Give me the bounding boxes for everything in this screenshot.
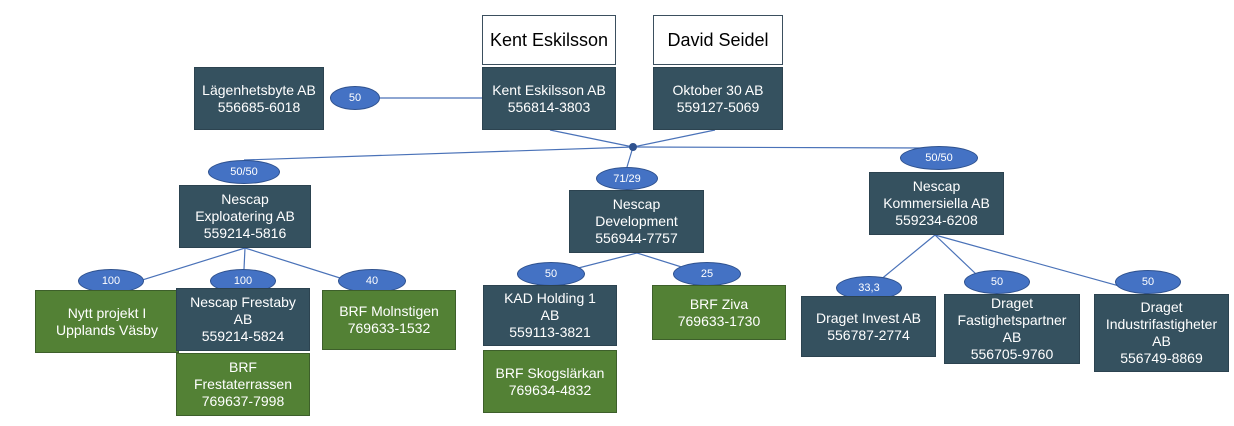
junction-dot [629,143,637,151]
owner-name: David Seidel [667,29,769,50]
owner-kent-eskilsson: Kent Eskilsson [482,15,616,65]
share-badge: 50/50 [900,146,978,170]
org-number: 556787-2774 [827,326,910,343]
company-name: Nescap Frestaby AB [190,294,296,327]
org-number: 559113-3821 [509,324,591,340]
company-name: KAD Holding 1 AB [504,290,596,323]
org-number: 556944-7757 [595,230,678,246]
project-name: Nytt projekt I Upplands Väsby [56,304,158,338]
project-name: BRF Molnstigen [339,303,439,319]
company-name: Lägenhetsbyte AB [202,81,316,98]
org-number: 556685-6018 [217,98,301,115]
connector [243,146,634,161]
project-nytt-projekt: Nytt projekt I Upplands Väsby [35,290,179,353]
share-badge: 50 [517,262,585,286]
org-number: 769634-4832 [508,381,592,398]
project-name: BRF Frestaterrassen [193,359,293,392]
share-badge: 40 [338,269,406,293]
owner-david-seidel: David Seidel [653,15,783,65]
share-badge: 71/29 [596,167,658,190]
share-badge: 50 [964,270,1030,294]
org-number: 556749-8869 [1120,350,1203,366]
company-name: Draget Fastighetspartner AB [957,295,1067,345]
org-number: 559214-5824 [201,328,285,344]
company-name: Draget Industrifastigheter AB [1105,299,1218,349]
owner-name: Kent Eskilsson [489,29,609,50]
connector [632,129,716,148]
org-number: 556705-9760 [970,346,1054,362]
connector [549,129,634,148]
company-name: Oktober 30 AB [672,81,764,98]
org-number: 556814-3803 [507,98,591,115]
project-name: BRF Skogslärkan [495,364,605,381]
share-badge: 50/50 [208,160,280,184]
connector [934,234,1149,295]
share-badge: 50 [1115,270,1181,294]
org-number: 769637-7998 [201,393,285,409]
company-name: Nescap Development [595,196,678,229]
connector [632,146,928,149]
company-name: Kent Eskilsson AB [492,81,606,98]
share-badge: 50 [330,86,380,110]
company-name: Nescap Kommersiella AB [883,178,990,211]
org-number: 559214-5816 [203,225,287,241]
share-badge: 25 [673,262,741,286]
org-number: 769633-1532 [347,320,431,336]
company-name: Nescap Exploatering AB [195,191,295,224]
org-number: 559234-6208 [895,212,978,228]
org-number: 559127-5069 [676,98,760,115]
company-name: Draget Invest AB [815,309,922,326]
project-name: BRF Ziva [689,295,749,312]
org-number: 769633-1730 [677,312,761,329]
share-badge: 100 [78,269,144,293]
